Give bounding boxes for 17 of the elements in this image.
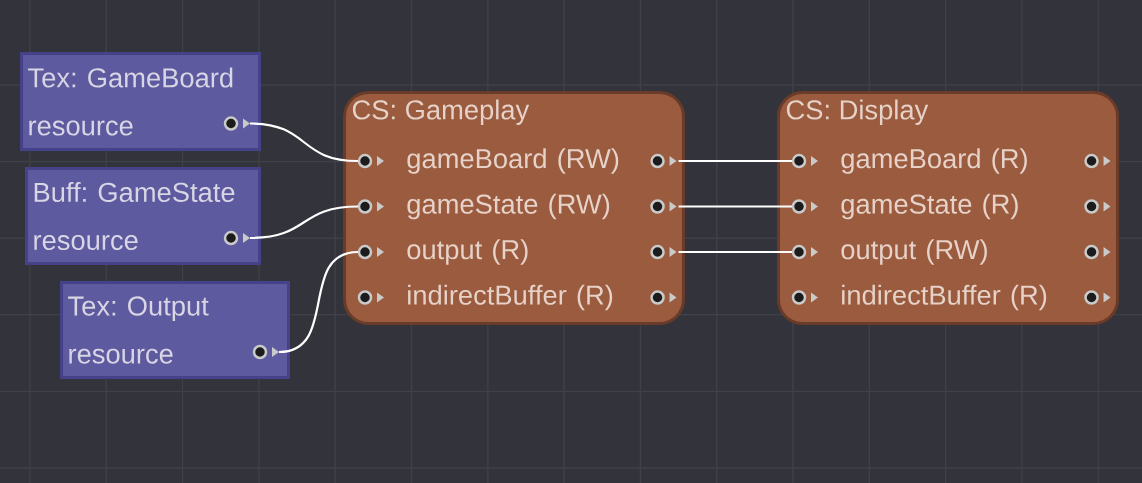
port-label: gameBoard (RW) [407,148,619,174]
resource-box: Tex: GameBoard resource [20,52,261,151]
resource-box: Tex: Output resource [60,281,290,379]
port-label: output (R) [407,239,528,265]
connector-wire [249,122,359,163]
connector-wire [678,250,792,254]
port-label: gameState (RW) [407,193,610,220]
connector-wire [278,250,359,354]
port-label: indirectBuffer (R) [842,284,1047,311]
connector-wire [678,205,792,208]
resource-box: Buff: GameState resource [25,167,261,265]
port-label: output (RW) [841,239,987,265]
port-label: gameState (R) [841,193,1018,220]
connector-wire [678,159,792,163]
connector-wire [249,205,359,240]
port-label: indirectBuffer (R) [408,284,613,311]
port-label: gameBoard (R) [841,148,1027,174]
